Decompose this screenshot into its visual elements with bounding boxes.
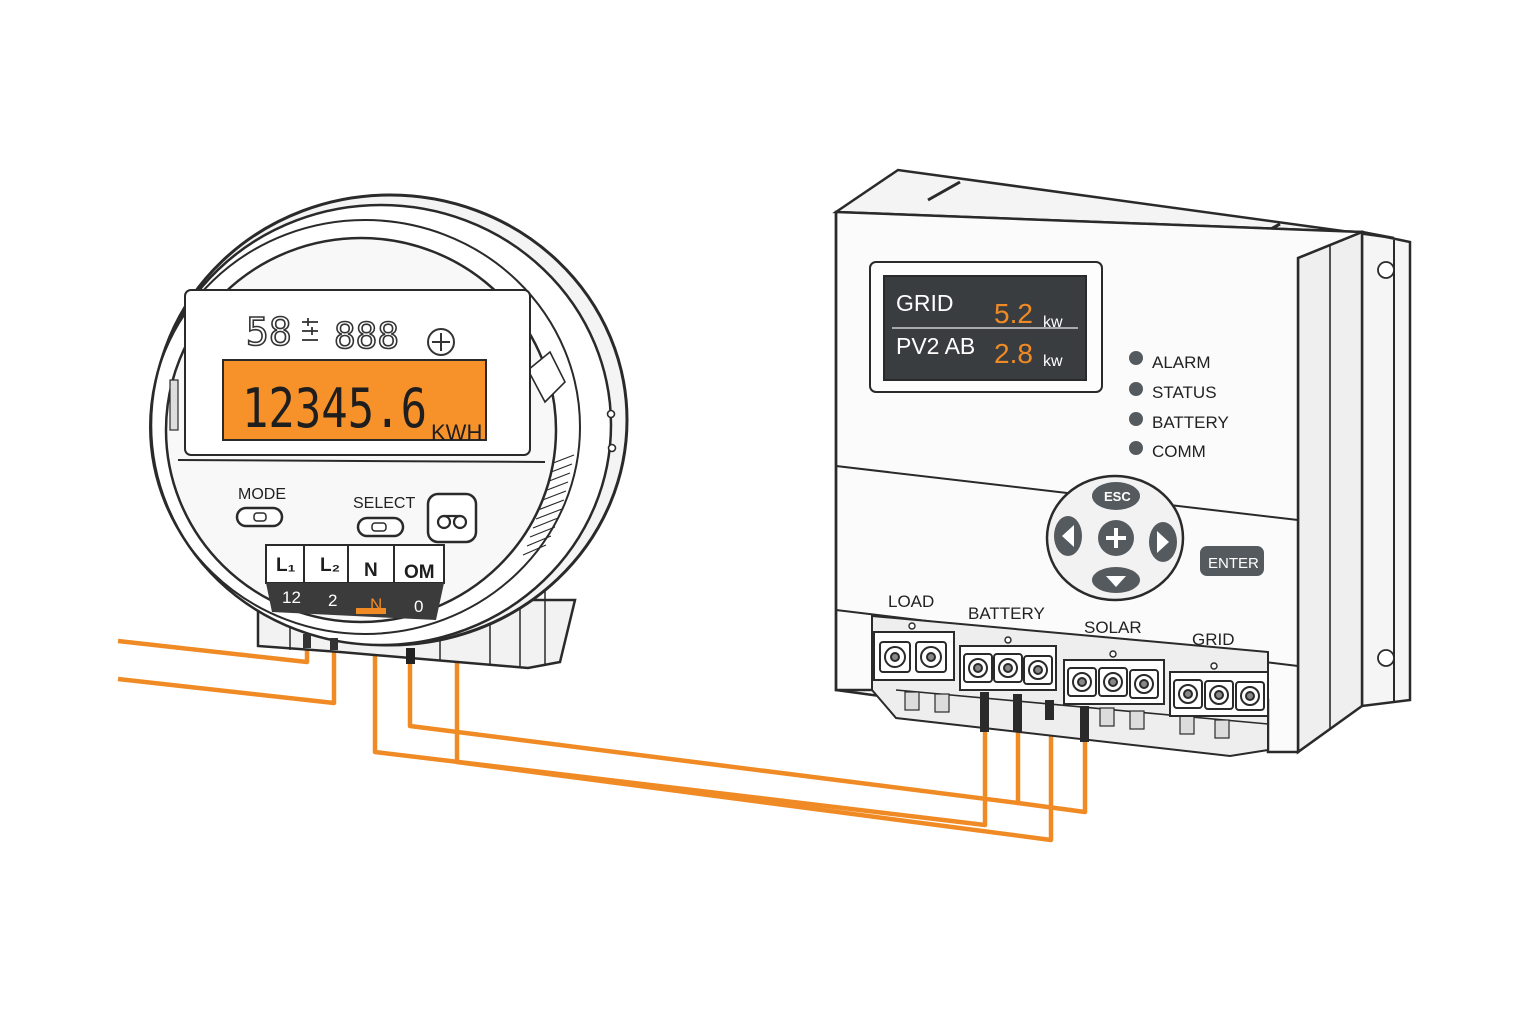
meter-top-digits: 888: [334, 316, 399, 357]
terminal-sub-l2: 2: [328, 591, 337, 610]
screen-row-1-value: 5.2: [994, 298, 1033, 329]
down-arrow-button[interactable]: [1092, 567, 1140, 593]
screen-row-2-name: PV2 AB: [896, 333, 975, 359]
indicator-comm: COMM: [1152, 442, 1206, 461]
mode-label: MODE: [238, 486, 286, 503]
wire-solar-return: [1017, 740, 1088, 815]
mode-button[interactable]: [235, 506, 284, 528]
terminal-sub-om: 0: [414, 597, 423, 616]
terminal-label-l1: L₁: [276, 555, 296, 576]
bracket-screw-icon: [1377, 649, 1395, 667]
energy-meter: 58 888 12345.6 KWH MODE SELECT: [149, 193, 629, 670]
enter-label: ENTER: [1208, 555, 1259, 572]
meter-reading-unit: KWH: [431, 420, 482, 445]
esc-button[interactable]: [1092, 482, 1140, 510]
select-label: SELECT: [353, 495, 415, 512]
enter-button[interactable]: ENTER: [1200, 546, 1264, 576]
indicator-status: STATUS: [1152, 383, 1217, 402]
keypad: ESC: [1045, 474, 1185, 602]
battery-led-icon: [1129, 412, 1143, 426]
terminal-group-battery: BATTERY: [968, 604, 1045, 623]
wire-n-to-battery: [372, 650, 988, 828]
meter-reading-value: 12345.6: [242, 377, 427, 440]
meter-lcd: [222, 359, 487, 441]
comm-led-icon: [1129, 441, 1143, 455]
wire-om-to-battery: [407, 662, 1021, 806]
indicator-alarm: ALARM: [1152, 353, 1211, 372]
screen-row-2-unit: kw: [1043, 353, 1063, 370]
center-plus-button[interactable]: [1098, 520, 1134, 556]
wiring: [117, 638, 1088, 843]
meter-top-glyphs: 58: [246, 310, 292, 354]
screen-row-2-value: 2.8: [994, 338, 1033, 369]
mounting-bracket: [1360, 230, 1412, 708]
alarm-led-icon: [1129, 351, 1143, 365]
controller-terminal-strip: [871, 614, 1269, 758]
terminal-label-om: OM: [404, 562, 435, 583]
terminal-label-n: N: [364, 560, 378, 581]
status-led-icon: [1129, 382, 1143, 396]
bracket-screw-icon: [1377, 261, 1395, 279]
meter-port-icon[interactable]: [426, 492, 478, 544]
terminal-sub-n: N: [370, 595, 382, 614]
right-arrow-button[interactable]: [1149, 522, 1177, 562]
terminal-sub-l1: 12: [282, 588, 301, 607]
terminal-group-grid: GRID: [1192, 630, 1235, 649]
meter-terminal-block: [265, 544, 445, 620]
terminal-group-solar: SOLAR: [1084, 618, 1142, 637]
terminal-label-l2: L₂: [320, 555, 340, 576]
indicator-battery: BATTERY: [1152, 413, 1229, 432]
meter-plus-icon: [427, 328, 455, 356]
esc-label: ESC: [1104, 489, 1131, 504]
wire-load-to-solar: [454, 640, 1054, 843]
screen-row-1-unit: kw: [1043, 314, 1063, 331]
terminal-group-load: LOAD: [888, 592, 934, 611]
screen-row-1-name: GRID: [896, 290, 954, 316]
select-button[interactable]: [356, 516, 405, 538]
meter-bar-icon: [302, 318, 318, 341]
wire-l2: [117, 648, 337, 706]
controller-unit: GRID 5.2 kw PV2 AB 2.8 kw ALARM STATUS B…: [832, 168, 1412, 758]
left-arrow-button[interactable]: [1054, 516, 1082, 556]
